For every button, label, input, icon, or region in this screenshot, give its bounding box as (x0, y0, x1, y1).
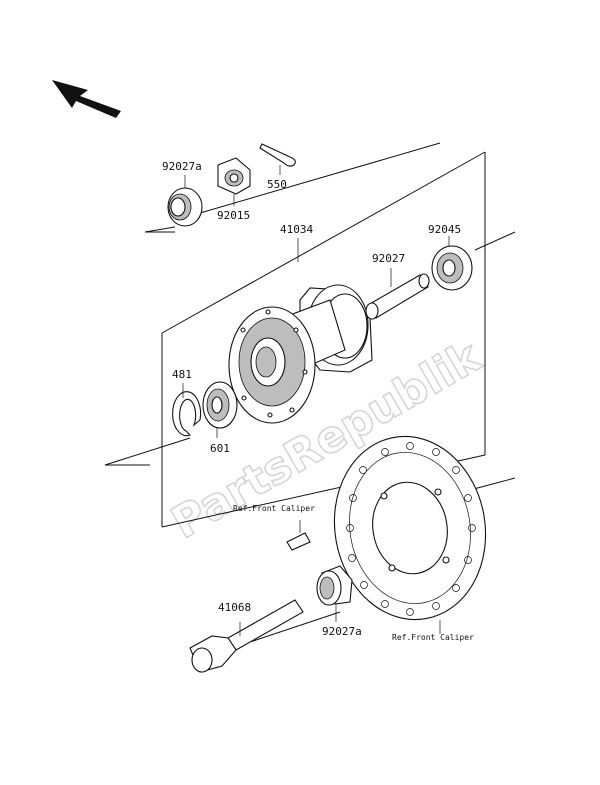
label-hub: 41034 (280, 223, 313, 236)
cotter-pin-part (259, 143, 296, 175)
label-axle: 41068 (218, 601, 251, 614)
disc-bolt-part (286, 520, 311, 551)
collar-part (217, 157, 251, 206)
sleeve-part (365, 268, 430, 320)
label-collar: 92015 (217, 209, 250, 222)
hub-part (228, 284, 373, 424)
axle-part (189, 599, 304, 673)
bearing-right-part (431, 236, 473, 291)
bearing-left-part (202, 381, 238, 438)
label-seal-bottom: 92027a (322, 625, 362, 638)
seal-top-part (167, 175, 203, 227)
label-ref-caliper-upper: Ref.Front Caliper (233, 504, 315, 513)
seal-bottom-part (316, 565, 353, 622)
label-sleeve: 92027 (372, 252, 405, 265)
circlip-part (172, 383, 202, 437)
label-cotter-pin: 550 (267, 178, 287, 191)
label-bearing-right: 92045 (428, 223, 461, 236)
label-circlip: 481 (172, 368, 192, 381)
front-direction-arrow-icon (52, 80, 121, 118)
label-seal-top: 92027a (162, 160, 202, 173)
label-ref-caliper-lower: Ref.Front Caliper (392, 633, 474, 642)
label-bearing-left: 601 (210, 442, 230, 455)
brake-disc-part (333, 435, 487, 634)
